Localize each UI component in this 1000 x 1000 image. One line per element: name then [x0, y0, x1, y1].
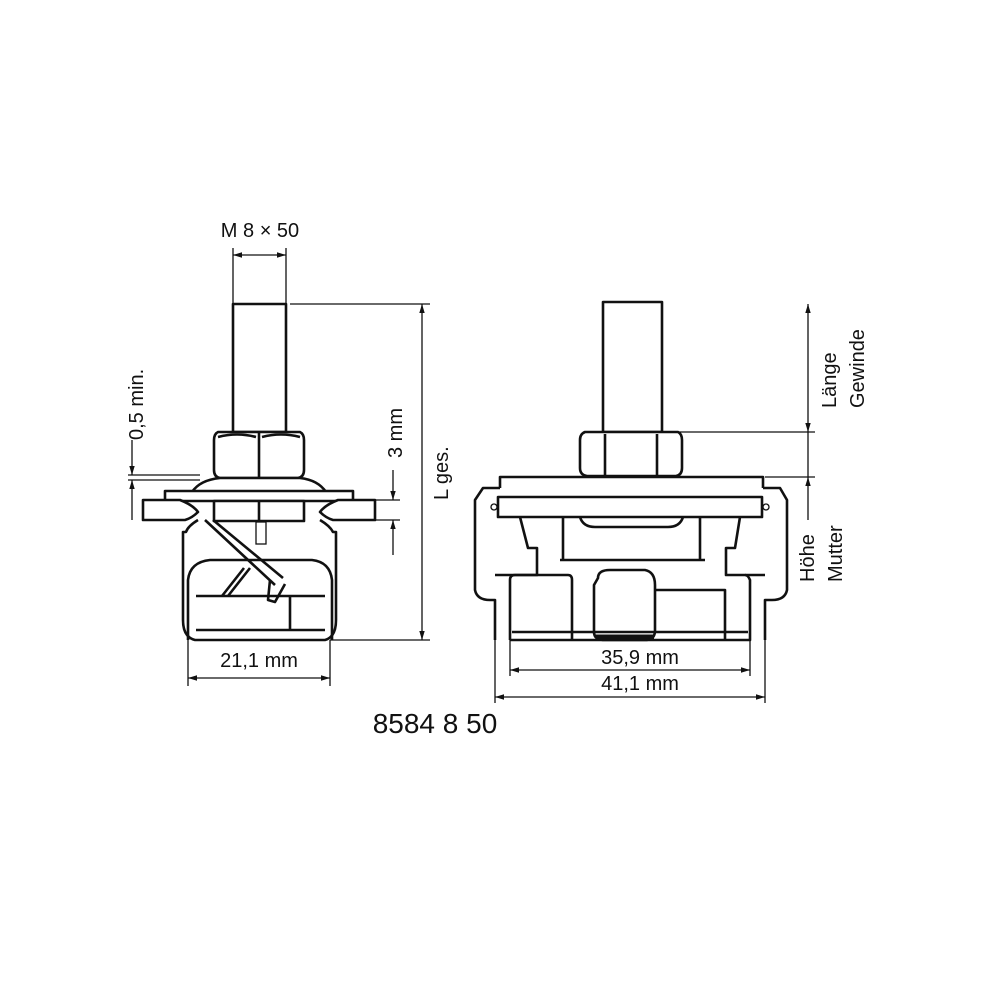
min-gap-label: 0,5 min.: [126, 369, 148, 440]
thread-size-label: M 8 × 50: [221, 220, 299, 242]
hex-nut-front: [578, 430, 684, 478]
front-view-drawing: [473, 300, 789, 642]
thickness-dimension: 3 mm: [355, 408, 407, 555]
base: [508, 573, 752, 642]
thickness-label: 3 mm: [385, 408, 407, 458]
rail: [496, 495, 764, 519]
bolt-shaft: [231, 302, 288, 434]
thread-length-dimension: Länge Gewinde: [662, 304, 869, 433]
total-length-label: L ges.: [431, 446, 453, 500]
thread-dimension: M 8 × 50: [221, 220, 299, 304]
left-width-dimension: 21,1 mm: [187, 640, 331, 686]
flange-plate: [163, 489, 355, 503]
inner-width-dimension: 35,9 mm: [509, 640, 751, 676]
nut-height-label-2: Mutter: [825, 525, 847, 582]
washer: [190, 476, 328, 494]
left-width-label: 21,1 mm: [220, 650, 298, 672]
thread-length-label-2: Gewinde: [847, 329, 869, 408]
bolt-shaft-front: [601, 300, 664, 434]
clip-body: [181, 518, 338, 642]
right-tab: [318, 498, 377, 522]
frame-right: [724, 486, 789, 640]
min-gap-dimension: 0,5 min.: [126, 369, 200, 520]
side-view-drawing: [141, 302, 377, 642]
inner-width-label: 35,9 mm: [601, 647, 679, 669]
total-length-dimension: L ges.: [290, 303, 453, 641]
top-plate: [498, 475, 765, 488]
outer-width-dimension: 41,1 mm: [494, 600, 766, 703]
square-nut: [592, 568, 657, 642]
nut-height-dimension: Höhe Mutter: [765, 432, 847, 582]
hex-nut: [212, 430, 306, 480]
part-number: 8584 8 50: [373, 708, 498, 739]
left-tab: [141, 498, 200, 522]
outer-width-label: 41,1 mm: [601, 673, 679, 695]
nut-height-label-1: Höhe: [797, 534, 819, 582]
thread-length-label-1: Länge: [819, 352, 841, 408]
